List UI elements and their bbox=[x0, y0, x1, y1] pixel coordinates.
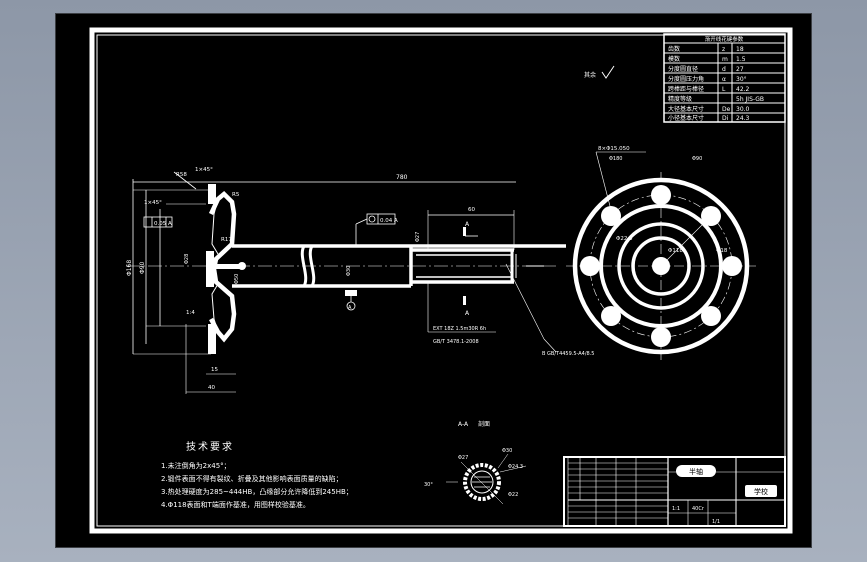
sheet-value: 1/1 bbox=[712, 519, 720, 525]
spline-callout-2: GB/T 3478.1-2008 bbox=[433, 339, 479, 345]
table-cell: 42.2 bbox=[736, 86, 750, 93]
tech-item: 3.热处理硬度为285~444HB，凸缘部分允许降低到245HB； bbox=[161, 487, 353, 496]
dim-radius-top: R58 bbox=[176, 172, 187, 178]
table-cell: 1.5 bbox=[736, 56, 746, 63]
dim-total-length: 780 bbox=[396, 174, 408, 181]
dim-flange-inner: Φ90 bbox=[139, 261, 146, 274]
dim-taper: 1:4 bbox=[186, 310, 195, 316]
cad-drawing: 渐开线花键参数 齿数 z 18 模数 m 1.5 分度圆直径 d 27 分度圆压… bbox=[89, 27, 793, 534]
table-cell: m bbox=[722, 56, 728, 63]
dim-chamfer-top: 1×45° bbox=[195, 167, 213, 173]
tech-item: 1.未注倒角为2x45°； bbox=[161, 461, 231, 470]
datum-label: A bbox=[348, 305, 352, 311]
gdt-runout: 0.05 A bbox=[154, 221, 172, 227]
dim-spline-top: Φ27 bbox=[415, 232, 421, 242]
section-label: A-A bbox=[458, 421, 469, 428]
section-dim-4: 30° bbox=[424, 482, 433, 488]
section-dim-5: Φ22 bbox=[508, 492, 518, 498]
title-block: 半轴 学校 1:1 40Cr 1/1 bbox=[563, 456, 786, 527]
spline-parameter-table: 渐开线花键参数 齿数 z 18 模数 m 1.5 分度圆直径 d 27 分度圆压… bbox=[663, 33, 786, 123]
section-label-2: 剖面 bbox=[478, 420, 490, 428]
table-cell: 30.0 bbox=[736, 106, 750, 113]
dim-hub: Φ28 bbox=[184, 254, 190, 264]
dim-bolt-holes: 8×Φ15.050 bbox=[598, 146, 630, 152]
table-cell: d bbox=[722, 66, 726, 73]
dim-shaft-mid: Φ50 bbox=[234, 274, 240, 284]
center-hole-callout: B GB/T4459.5-A4/8.5 bbox=[542, 351, 595, 357]
drawing-border bbox=[89, 27, 793, 534]
dim-shaft-dia: Φ30 bbox=[346, 266, 352, 276]
section-dim-1: Φ27 bbox=[458, 455, 468, 461]
scale-value: 1:1 bbox=[672, 506, 680, 512]
section-dim-2: Φ30 bbox=[502, 448, 512, 454]
front-view-dimensions: 780 Φ168 Φ90 0.05 A 0.04 A A 1×45° R58 R… bbox=[126, 167, 595, 394]
tech-item: 2.锻件表面不得有裂纹、折叠及其他影响表面质量的缺陷； bbox=[161, 474, 343, 483]
tech-title: 技术要求 bbox=[186, 440, 234, 453]
table-cell: 小径基本尺寸 bbox=[668, 114, 704, 122]
table-cell: 精度等级 bbox=[668, 95, 692, 103]
dim-flange-inner-dia: Φ90 bbox=[692, 156, 702, 162]
gdt-perp: 0.04 A bbox=[380, 218, 398, 224]
dim-radius-small: R5 bbox=[232, 192, 240, 198]
section-view: A-A 剖面 Φ27 Φ30 Φ24.3 30° Φ22 bbox=[424, 420, 527, 505]
dim-spline-length: 60 bbox=[468, 207, 475, 213]
drawing-viewport[interactable]: 渐开线花键参数 齿数 z 18 模数 m 1.5 分度圆直径 d 27 分度圆压… bbox=[55, 13, 812, 548]
dim-hole: Φ18 bbox=[716, 248, 728, 254]
table-cell: 跨棒距与棒径 bbox=[668, 85, 704, 93]
inner-border bbox=[96, 34, 786, 527]
material-value: 40Cr bbox=[692, 506, 705, 512]
dim-flange-thickness: 15 bbox=[211, 367, 218, 373]
section-mark-top: A bbox=[465, 221, 470, 228]
table-cell: 大径基本尺寸 bbox=[668, 105, 704, 113]
dim-center: Φ22.5 bbox=[616, 236, 633, 242]
table-cell: z bbox=[722, 46, 725, 53]
dim-bottom-len: 40 bbox=[208, 385, 215, 391]
table-cell: 分度圆压力角 bbox=[668, 75, 704, 83]
dim-bolt-circle: Φ118 bbox=[668, 248, 683, 254]
table-cell: 24.3 bbox=[736, 115, 750, 122]
table-cell: 模数 bbox=[668, 55, 680, 63]
table-cell: 30° bbox=[736, 76, 747, 83]
dim-radius-mid: R17 bbox=[221, 237, 232, 243]
table-cell: De bbox=[722, 106, 731, 113]
dim-chamfer-left: 1×45° bbox=[144, 200, 162, 206]
table-cell: 27 bbox=[736, 66, 744, 73]
drawing-name: 半轴 bbox=[689, 467, 703, 476]
table-cell: α bbox=[722, 76, 726, 83]
table-cell: 分度圆直径 bbox=[668, 65, 698, 73]
roughness-note: 其余 bbox=[584, 65, 615, 79]
dim-flange-outer: Φ168 bbox=[126, 260, 133, 276]
dim-flange-outer-dia: Φ180 bbox=[609, 156, 622, 162]
table-cell: 5h JIS-GB bbox=[736, 96, 764, 103]
svg-text:其余: 其余 bbox=[584, 71, 596, 79]
spline-callout-1: EXT 18Z 1.5m30R 6h bbox=[433, 326, 486, 332]
table-cell: 18 bbox=[736, 46, 744, 53]
table-cell: Di bbox=[722, 115, 729, 122]
section-mark-bottom: A bbox=[465, 310, 470, 317]
section-dim-3: Φ24.3 bbox=[508, 464, 523, 470]
spline-table-title: 渐开线花键参数 bbox=[705, 35, 744, 43]
technical-requirements: 技术要求 1.未注倒角为2x45°； 2.锻件表面不得有裂纹、折叠及其他影响表面… bbox=[161, 440, 353, 509]
school-name: 学校 bbox=[754, 487, 768, 496]
table-cell: 齿数 bbox=[668, 45, 680, 53]
flange-end-view: Φ22.5 Φ118 Φ18 8×Φ15.050 Φ180 Φ90 bbox=[566, 146, 756, 360]
tech-item: 4.Φ118表面和T端面作基准，用图样校验基准。 bbox=[161, 500, 310, 509]
table-cell: L bbox=[722, 86, 726, 93]
